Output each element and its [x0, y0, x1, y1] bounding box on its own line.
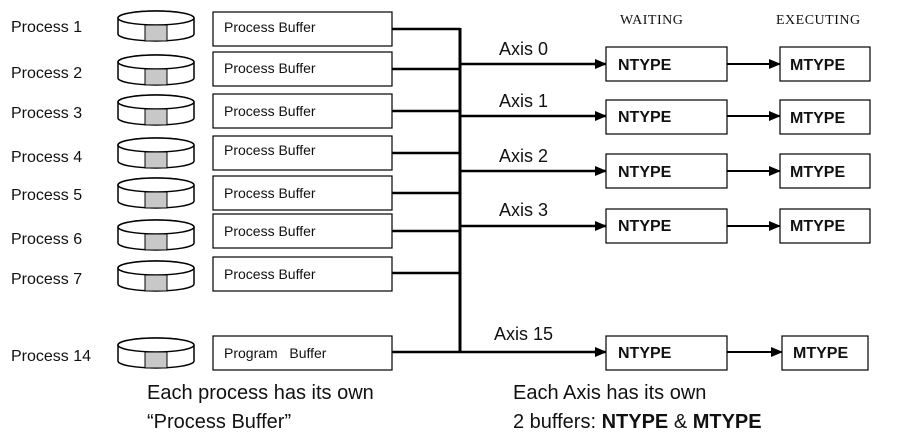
right-caption-line1: Each Axis has its own [513, 382, 706, 404]
axis-row: Axis 2 NTYPE MTYPE [460, 146, 871, 189]
process-label: Process 1 [11, 19, 82, 36]
mtype-buffer-box [779, 99, 871, 135]
process-buffer-box [212, 135, 393, 171]
process-buffer-label: Process Buffer [224, 103, 316, 119]
mtype-label: MTYPE [790, 110, 845, 127]
axis-row: Axis 3 NTYPE MTYPE [460, 200, 871, 244]
mtype-label: MTYPE [790, 164, 845, 181]
process-buffer-label: Process Buffer [224, 266, 316, 282]
axis-label: Axis 1 [499, 91, 548, 111]
ntype-label: NTYPE [618, 57, 672, 74]
process-row: Process 6 Process Buffer [11, 213, 460, 251]
process-label: Process 2 [11, 65, 82, 82]
process-buffer-label: Process Buffer [224, 185, 316, 201]
process-row: Process 3 Process Buffer [11, 93, 460, 129]
process-buffer-box [212, 93, 393, 129]
mtype-label: MTYPE [793, 345, 848, 362]
process-label: Process 4 [11, 149, 82, 166]
axis-label: Axis 2 [499, 146, 548, 166]
disk-icon [117, 219, 195, 251]
axis-label: Axis 15 [494, 324, 553, 344]
process-buffer-box [212, 175, 393, 211]
process-buffer-label: Process Buffer [224, 60, 316, 76]
process-label: Process 14 [11, 348, 91, 365]
process-buffer-label: Process Buffer [224, 142, 316, 158]
disk-icon [117, 54, 195, 86]
axis-label: Axis 3 [499, 200, 548, 220]
process-row: Process 5 Process Buffer [11, 175, 460, 211]
process-label: Process 6 [11, 231, 82, 248]
right-caption-amp: & [668, 411, 692, 433]
left-caption-line1: Each process has its own [147, 382, 374, 404]
process-buffer-label: Process Buffer [224, 19, 316, 35]
ntype-label: NTYPE [618, 345, 672, 362]
process-label: Process 3 [11, 105, 82, 122]
ntype-label: NTYPE [618, 218, 672, 235]
process-buffer-box [212, 213, 393, 249]
process-row: Process 2 Process Buffer [11, 51, 460, 87]
axis-label: Axis 0 [499, 39, 548, 59]
process-row: Process 1 Process Buffer [11, 10, 460, 47]
disk-icon [117, 137, 195, 169]
axis-row: Axis 15 NTYPE MTYPE [460, 324, 869, 371]
axis-row: Axis 1 NTYPE MTYPE [460, 91, 871, 135]
ntype-label: NTYPE [618, 164, 672, 181]
process-row: Process 14 Program Buffer [11, 335, 460, 371]
ntype-buffer-box [605, 335, 728, 371]
right-caption-line2: 2 buffers: NTYPE & MTYPE [513, 411, 762, 433]
process-row: Process 7 Process Buffer [11, 256, 460, 292]
disk-icon [117, 177, 195, 209]
mtype-buffer-box [779, 46, 871, 82]
mtype-buffer-box [779, 153, 871, 189]
ntype-label: NTYPE [618, 109, 672, 126]
process-buffer-box [212, 51, 393, 87]
process-label: Process 5 [11, 187, 82, 204]
waiting-header: WAITING [620, 13, 683, 28]
right-caption-ntype: NTYPE [602, 411, 669, 433]
ntype-buffer-box [605, 153, 728, 189]
ntype-buffer-box [605, 46, 728, 82]
executing-header: EXECUTING [776, 13, 861, 28]
process-row: Process 4 Process Buffer [11, 135, 460, 171]
disk-icon [117, 260, 195, 292]
disk-icon [117, 10, 195, 42]
mtype-label: MTYPE [790, 218, 845, 235]
process-label: Process 7 [11, 271, 82, 288]
mtype-label: MTYPE [790, 57, 845, 74]
process-buffer-label: Process Buffer [224, 223, 316, 239]
right-caption-mtype: MTYPE [693, 411, 762, 433]
ntype-buffer-box [605, 99, 728, 135]
axis-row: Axis 0 NTYPE MTYPE [460, 39, 871, 82]
disk-icon [117, 337, 195, 369]
left-caption-line2: “Process Buffer” [147, 411, 291, 433]
disk-icon [117, 94, 195, 126]
program-buffer-label: Program Buffer [224, 345, 327, 361]
mtype-buffer-box [779, 208, 871, 244]
program-buffer-box [212, 335, 393, 371]
ntype-buffer-box [605, 208, 728, 244]
right-caption-prefix: 2 buffers: [513, 411, 602, 433]
mtype-buffer-box [781, 335, 869, 371]
